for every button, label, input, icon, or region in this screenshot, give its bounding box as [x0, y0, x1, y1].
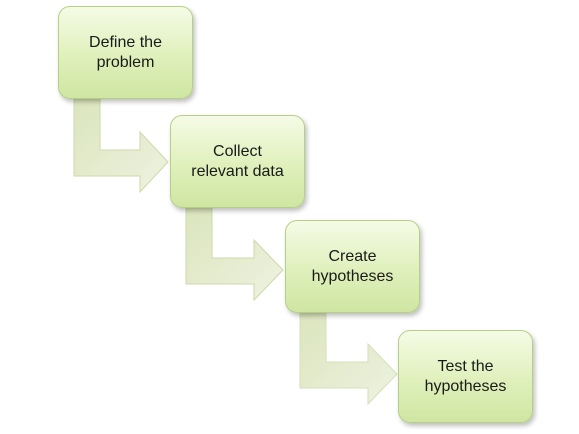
- step-label: Create hypotheses: [311, 247, 394, 285]
- step-define-problem: Define the problem: [58, 6, 193, 99]
- arrow-step-3-to-4: [299, 312, 398, 406]
- step-label: Test the hypotheses: [424, 357, 507, 395]
- step-test-hypotheses: Test the hypotheses: [398, 330, 533, 423]
- step-label: Collect relevant data: [191, 142, 284, 180]
- step-create-hypotheses: Create hypotheses: [285, 220, 420, 313]
- arrow-step-2-to-3: [185, 207, 284, 302]
- arrow-step-1-to-2: [73, 98, 169, 194]
- step-label: Define the problem: [89, 33, 162, 71]
- step-collect-data: Collect relevant data: [170, 115, 305, 208]
